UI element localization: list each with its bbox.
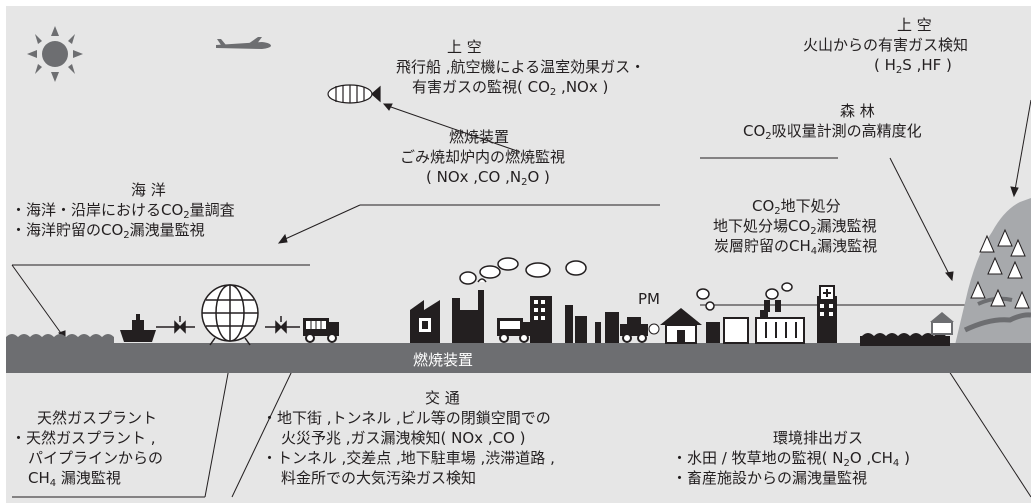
- panel-background: [6, 6, 1031, 503]
- factory-icon: [410, 290, 484, 343]
- co2-storage-line2: 炭層貯留のCH4漏洩監視: [714, 237, 878, 257]
- environment-title: 環境排出ガス: [773, 429, 864, 447]
- combustion-line1: ごみ焼却炉内の燃焼監視: [400, 148, 566, 166]
- ocean-title: 海 洋: [131, 181, 166, 199]
- traffic-title: 交 通: [425, 389, 460, 407]
- natural-gas-line1: ・天然ガスプラント ,: [11, 429, 156, 447]
- truck-icon: [497, 318, 531, 343]
- truck-icon: [303, 318, 339, 343]
- combustion-title: 燃焼装置: [449, 128, 510, 146]
- tree-icon: [970, 228, 1030, 309]
- traffic-line4: 料金所での大気汚染ガス検知: [281, 469, 477, 487]
- airship-icon: [327, 84, 381, 104]
- natural-gas-line2: パイプラインからの: [28, 449, 164, 467]
- co2-storage-title: CO2地下処分: [752, 197, 841, 217]
- forest-title: 森 林: [840, 102, 875, 120]
- house-icon: [660, 308, 702, 344]
- forest-line1: CO2吸収量計測の高精度化: [743, 122, 922, 142]
- traffic-line2: 火災予兆 ,ガス漏洩検知( NOx ,CO ): [281, 429, 526, 447]
- ocean-line2: ・海洋貯留のCO2漏洩量監視: [11, 221, 205, 241]
- leader-lines: [11, 99, 1031, 498]
- sky-line1: 飛行船 ,航空機による温室効果ガス・: [396, 58, 646, 76]
- building-icon: [530, 296, 619, 343]
- sun-icon: [27, 26, 83, 82]
- natural-gas-title: 天然ガスプラント: [37, 409, 158, 427]
- pipeline: [156, 316, 300, 334]
- environment-line2: ・畜産施設からの漏洩量監視: [672, 469, 868, 487]
- volcano-line2: ( H2S ,HF ): [874, 56, 952, 76]
- volcano-line1: 火山からの有害ガス検知: [803, 36, 969, 54]
- traffic-line1: ・地下街 ,トンネル ,ビル等の閉鎖空間での: [262, 409, 551, 427]
- volcano-title: 上 空: [897, 16, 932, 34]
- environment-line1: ・水田 / 牧草地の監視( N2O ,CH4 ): [672, 449, 910, 469]
- ground-band: [6, 343, 1031, 373]
- car-icon: [620, 317, 660, 343]
- sky-title: 上 空: [447, 38, 482, 56]
- smoke-cloud-icon: [459, 257, 793, 311]
- traffic-line3: ・トンネル ,交差点 ,地下駐車場 ,渋滞道路 ,: [262, 449, 555, 467]
- gas-tank-icon: [201, 284, 259, 346]
- ocean-waves: [6, 334, 114, 343]
- farm-icon: [860, 312, 954, 346]
- natural-gas-line3: CH4 漏洩監視: [28, 469, 121, 489]
- sky-line2: 有害ガスの監視( CO2 ,NOx ): [412, 78, 609, 98]
- ship-icon: [120, 314, 156, 342]
- airplane-icon: [216, 37, 271, 49]
- combustion-line2: ( NOx ,CO ,N2O ): [426, 168, 550, 188]
- building-icon: [706, 285, 837, 344]
- pm-label: PM: [638, 290, 660, 308]
- co2-storage-line1: 地下処分場CO2漏洩監視: [713, 217, 877, 237]
- ocean-line1: ・海洋・沿岸におけるCO2量調査: [11, 201, 235, 221]
- ground-label: 燃焼装置: [413, 351, 474, 369]
